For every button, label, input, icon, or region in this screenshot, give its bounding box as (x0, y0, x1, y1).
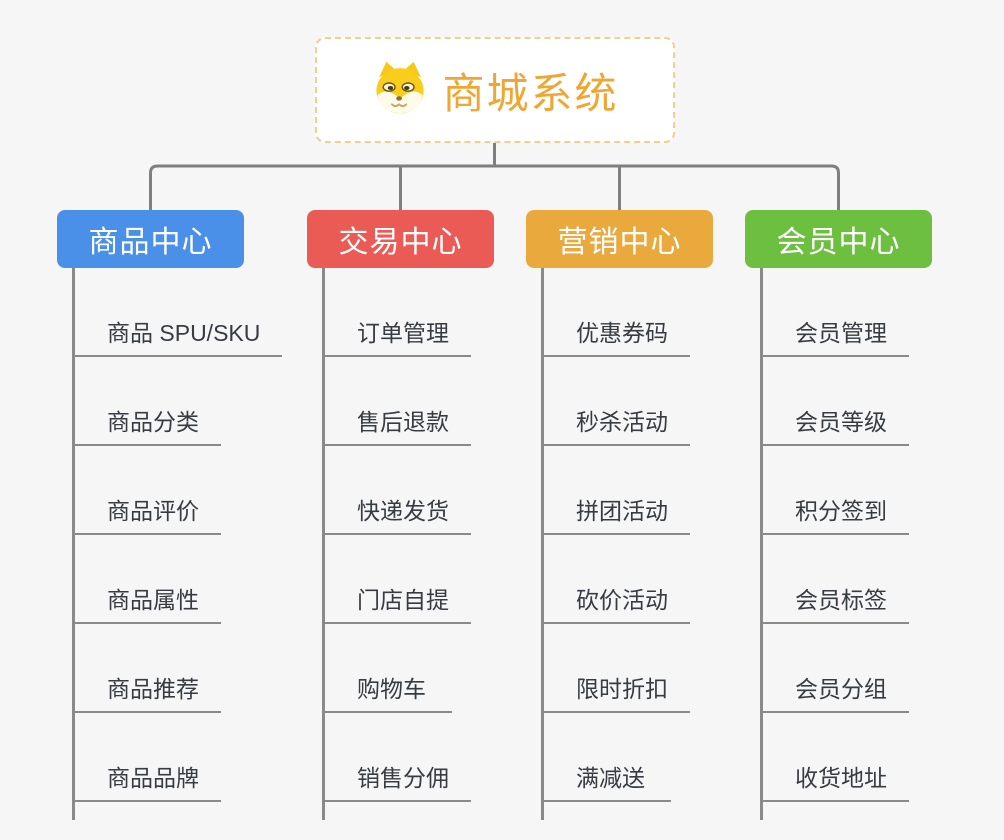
leaf-node[interactable]: 购物车 (322, 624, 452, 713)
leaf-node[interactable]: 商品品牌 (72, 713, 221, 802)
dog-face-icon (371, 59, 429, 122)
branch-spine-line (322, 268, 325, 820)
branch-spine-line (541, 268, 544, 820)
branch-label: 商品中心 (88, 226, 213, 259)
leaf-node[interactable]: 会员分组 (760, 624, 909, 713)
leaf-node[interactable]: 砍价活动 (541, 535, 690, 624)
branch-label: 会员中心 (776, 226, 901, 259)
leaf-node[interactable]: 快递发货 (322, 446, 471, 535)
leaf-node[interactable]: 商品推荐 (72, 624, 221, 713)
branch-node-trade-center[interactable]: 交易中心 (307, 210, 494, 268)
leaf-node[interactable]: 门店自提 (322, 535, 471, 624)
leaf-node[interactable]: 秒杀活动 (541, 357, 690, 446)
branch-node-marketing-center[interactable]: 营销中心 (526, 210, 713, 268)
root-node[interactable]: 商城系统 (315, 37, 675, 143)
leaf-node[interactable]: 满减送 (541, 713, 671, 802)
leaf-node[interactable]: 会员管理 (760, 268, 909, 357)
branch-spine-line (760, 268, 763, 820)
leaf-node[interactable]: 销售分佣 (322, 713, 471, 802)
branch-node-member-center[interactable]: 会员中心 (745, 210, 932, 268)
leaf-node[interactable]: 售后退款 (322, 357, 471, 446)
leaf-node[interactable]: 商品评价 (72, 446, 221, 535)
leaf-node[interactable]: 订单管理 (322, 268, 471, 357)
branch-label: 营销中心 (557, 226, 682, 259)
leaf-column-marketing: 优惠券码 秒杀活动 拼团活动 砍价活动 限时折扣 满减送 (541, 268, 690, 820)
leaf-column-trade: 订单管理 售后退款 快递发货 门店自提 购物车 销售分佣 (322, 268, 471, 820)
leaf-node[interactable]: 优惠券码 (541, 268, 690, 357)
leaf-node[interactable]: 收货地址 (760, 713, 909, 802)
leaf-node[interactable]: 会员等级 (760, 357, 909, 446)
leaf-node[interactable]: 拼团活动 (541, 446, 690, 535)
leaf-column-member: 会员管理 会员等级 积分签到 会员标签 会员分组 收货地址 (760, 268, 909, 820)
leaf-column-product: 商品 SPU/SKU 商品分类 商品评价 商品属性 商品推荐 商品品牌 (72, 268, 283, 820)
leaf-node[interactable]: 限时折扣 (541, 624, 690, 713)
branch-label: 交易中心 (338, 226, 463, 259)
leaf-node[interactable]: 会员标签 (760, 535, 909, 624)
branch-node-product-center[interactable]: 商品中心 (57, 210, 244, 268)
leaf-node[interactable]: 积分签到 (760, 446, 909, 535)
leaf-node[interactable]: 商品 SPU/SKU (72, 268, 283, 357)
leaf-node[interactable]: 商品属性 (72, 535, 221, 624)
leaf-node[interactable]: 商品分类 (72, 357, 221, 446)
branch-spine-line (72, 268, 75, 820)
root-title: 商城系统 (442, 69, 619, 117)
